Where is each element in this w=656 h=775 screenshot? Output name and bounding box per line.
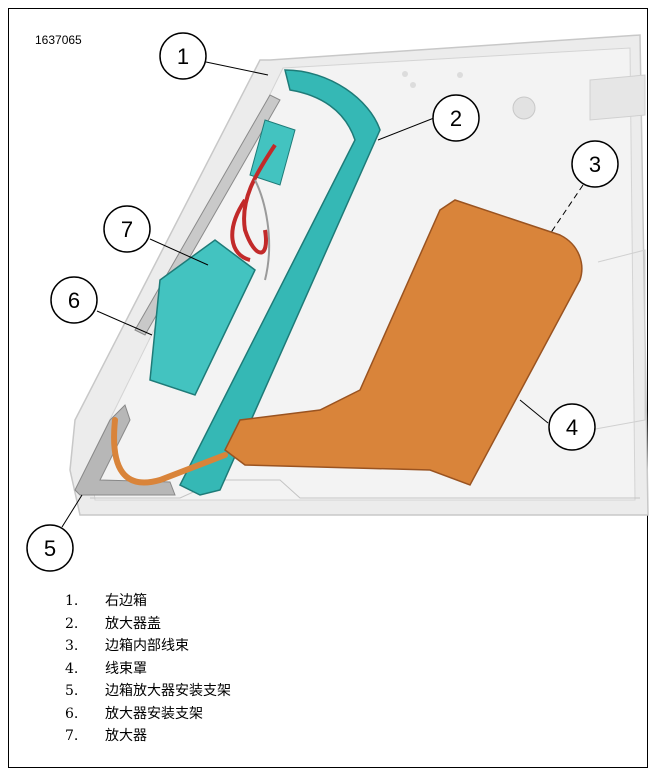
figure-id: 1637065 — [35, 33, 82, 47]
legend-number: 7. — [65, 728, 79, 744]
legend-item: 1. 右边箱 — [65, 590, 231, 613]
legend-text: 放大器盖 — [105, 615, 161, 632]
legend-text: 右边箱 — [105, 593, 147, 609]
legend-text: 边箱内部线束 — [105, 638, 189, 654]
legend-item: 4. 线束罩 — [65, 658, 231, 681]
callout-2 — [432, 94, 480, 142]
harness-cover — [224, 199, 583, 486]
internal-harness — [111, 417, 228, 486]
legend-item: 6. 放大器安装支架 — [65, 703, 231, 726]
legend-number: 2. — [65, 615, 79, 632]
saddlebag-amp-bracket — [74, 404, 176, 496]
legend-item: 3. 边箱内部线束 — [65, 635, 231, 658]
callout-7 — [103, 205, 151, 253]
amplifier — [149, 119, 296, 396]
legend-number: 1. — [65, 593, 79, 609]
legend-text: 线束罩 — [105, 660, 147, 677]
callout-3-label: 3 — [589, 152, 601, 177]
callout-4-label: 4 — [566, 415, 578, 440]
callout-5 — [26, 524, 74, 572]
callout-3 — [571, 140, 619, 188]
callout-5-label: 5 — [44, 536, 56, 561]
callout-1 — [159, 32, 207, 80]
legend-text: 放大器安装支架 — [105, 705, 203, 722]
callout-7-label: 7 — [121, 217, 133, 242]
callout-1-label: 1 — [177, 44, 189, 69]
callout-6-label: 6 — [68, 288, 80, 313]
legend-number: 3. — [65, 638, 79, 654]
legend-text: 边箱放大器安装支架 — [105, 683, 231, 699]
legend-item: 7. 放大器 — [65, 725, 231, 748]
legend-number: 5. — [65, 683, 79, 699]
legend-number: 4. — [65, 660, 79, 677]
callout-6 — [50, 276, 98, 324]
callout-4 — [548, 403, 596, 451]
legend-item: 5. 边箱放大器安装支架 — [65, 680, 231, 703]
legend-number: 6. — [65, 705, 79, 722]
parts-legend: 1.右边箱 2.放大器盖 3.边箱内部线束 4.线束罩 5.边箱放大器安装支架 … — [65, 590, 231, 748]
legend-text: 放大器 — [105, 728, 147, 744]
callout-2-label: 2 — [450, 106, 462, 131]
legend-item: 2. 放大器盖 — [65, 613, 231, 636]
amplifier-cover — [178, 69, 381, 496]
